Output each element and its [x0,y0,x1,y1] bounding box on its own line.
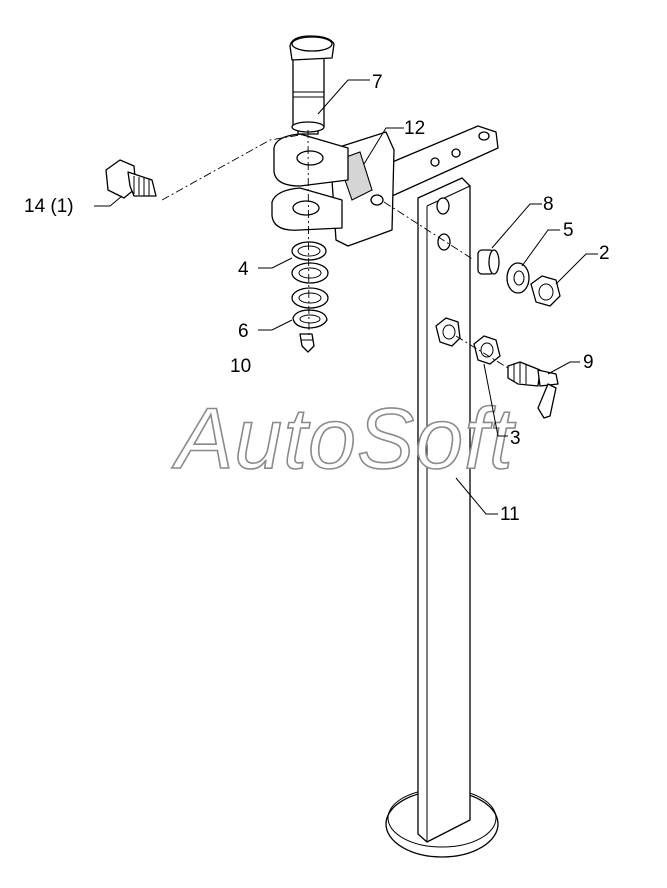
washer-stack [291,241,329,309]
retaining-ring [292,309,328,329]
locking-pin [507,361,559,419]
bolt [105,159,157,199]
callout-14: 14 (1) [24,196,74,217]
watermark-text: AutoSoft [171,391,516,487]
hex-nut-upper [530,275,561,307]
callout-12: 12 [404,118,425,139]
leader-lines [94,79,598,515]
callout-9: 9 [583,352,594,373]
stand-post [417,177,471,843]
callout-4: 4 [238,259,249,280]
callout-2: 2 [599,243,610,264]
hex-nut-lower [473,335,501,365]
callout-5: 5 [563,220,574,241]
assembly-centerlines [161,129,509,369]
callout-6: 6 [238,321,249,342]
callout-10: 10 [230,356,251,377]
callout-3: 3 [510,428,521,449]
bushing [477,249,500,275]
callout-8: 8 [543,194,554,215]
callout-7: 7 [372,72,383,93]
washer-small [506,262,530,294]
callout-11: 11 [500,504,520,525]
pivot-pin [289,35,335,133]
grease-nipple [299,333,315,353]
